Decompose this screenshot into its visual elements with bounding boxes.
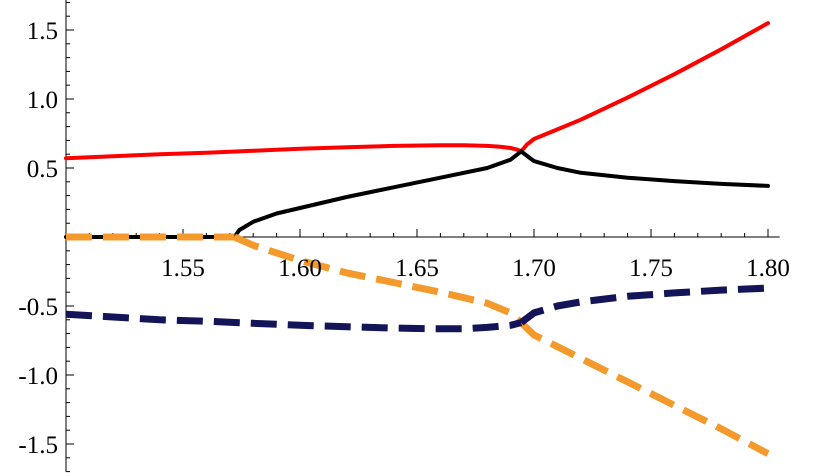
series-line-9 [518,284,769,326]
x-tick-label: 1.75 [629,255,673,282]
x-tick-label: 1.60 [278,255,322,282]
x-tick-label: 1.65 [395,255,439,282]
y-tick-label: -1.0 [18,363,58,390]
series-line-4 [519,149,770,188]
y-tick-label: -1.5 [18,432,58,459]
series-line-0 [64,143,524,161]
series-line-8 [65,310,522,333]
curves [64,21,770,457]
x-tick-label: 1.70 [512,255,556,282]
y-tick-label: 1.5 [27,18,58,45]
series-line-7 [518,320,770,457]
series-line-6 [233,233,524,326]
x-tick-label: 1.55 [161,255,205,282]
series-line-3 [232,149,524,239]
y-tick-labels: 1.5 1.0 0.5 -0.5 -1.0 -1.5 [18,18,58,459]
x-tick-label: 1.80 [746,255,790,282]
x-tick-labels: 1.55 1.60 1.65 1.70 1.75 1.80 [161,255,790,282]
y-tick-label: 0.5 [27,156,58,183]
y-tick-label: -0.5 [18,294,58,321]
y-tick-label: 1.0 [27,87,58,114]
series-line-1 [519,21,770,154]
